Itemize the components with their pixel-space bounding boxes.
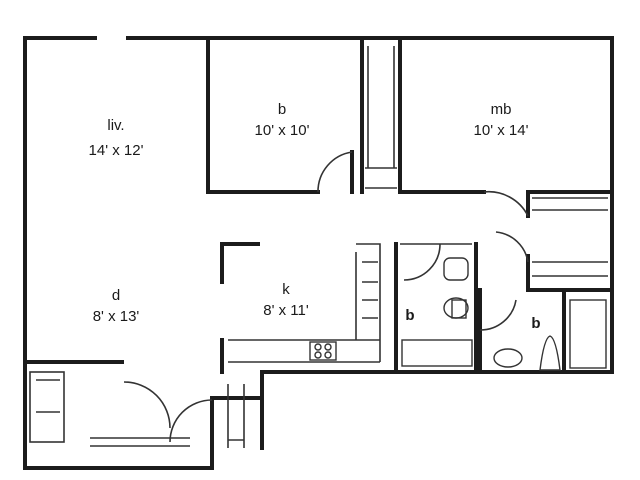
bathroom-2-label: b — [526, 316, 546, 331]
kitchen-size: 8' x 11' — [263, 302, 309, 319]
bedroom-size: 10' x 10' — [254, 122, 310, 139]
living-room-name: liv. — [107, 117, 125, 134]
master-bedroom-size: 10' x 14' — [473, 122, 529, 139]
living-room-label: liv. 14' x 12' — [66, 118, 166, 158]
dining-room-label: d 8' x 13' — [66, 288, 166, 324]
door-swings — [123, 151, 529, 443]
dining-room-size: 8' x 13' — [92, 308, 140, 325]
bathroom-1-name: b — [405, 307, 415, 324]
living-room-size: 14' x 12' — [88, 142, 144, 159]
bedroom-label: b 10' x 10' — [232, 102, 332, 138]
bathroom-1-label: b — [400, 308, 420, 323]
master-bedroom-name: mb — [490, 101, 512, 118]
bathroom-2-name: b — [531, 315, 541, 332]
master-bedroom-label: mb 10' x 14' — [446, 102, 556, 138]
dining-room-name: d — [111, 287, 121, 304]
interior-walls — [23, 36, 614, 470]
kitchen-label: k 8' x 11' — [236, 282, 336, 318]
bedroom-name: b — [277, 101, 287, 118]
kitchen-name: k — [282, 281, 290, 298]
